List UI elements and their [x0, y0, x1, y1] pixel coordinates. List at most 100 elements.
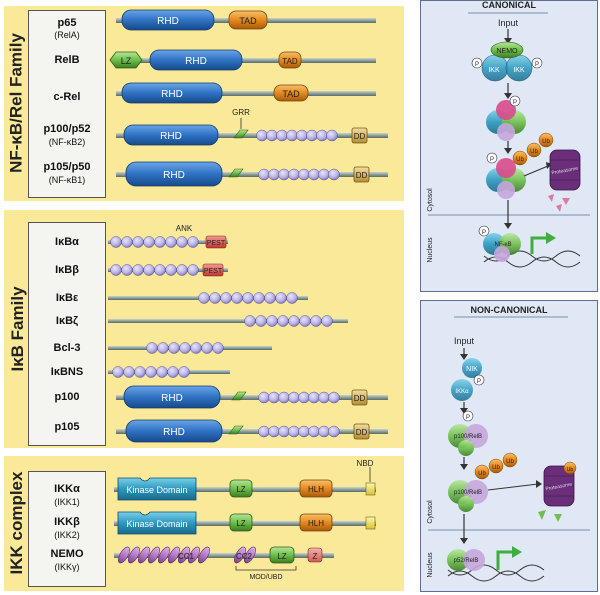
svg-text:p52/RelB: p52/RelB	[454, 558, 479, 564]
svg-text:RHD: RHD	[185, 56, 207, 67]
noncanonical-pathway: Input NIK IKKα P P p100/RelB p100/RelB U…	[427, 316, 590, 582]
svg-text:Cytosol: Cytosol	[427, 500, 434, 524]
svg-text:Proteasome: Proteasome	[551, 166, 579, 177]
nbd-domain	[365, 482, 376, 496]
svg-text:RHD: RHD	[161, 89, 183, 100]
svg-text:CC1: CC1	[178, 552, 195, 561]
member-alias: (RelA)	[54, 30, 80, 40]
proteasome-icon: Proteasome Ub	[543, 461, 577, 507]
nemo-schematic: CC1 CC2 LZ Z MOD/UBD	[114, 546, 334, 581]
member-alias: (IKK1)	[54, 497, 80, 507]
svg-text:LZ: LZ	[277, 552, 286, 561]
ikbns-schematic	[108, 366, 230, 378]
svg-text:RHD: RHD	[163, 427, 185, 438]
rhd-domain	[125, 161, 223, 187]
ikb-nfkb-complex-icon: P	[486, 95, 526, 141]
grr-region	[233, 129, 249, 139]
nbd-domain	[365, 516, 376, 530]
ikb-p105-schematic: RHD DD	[116, 419, 388, 443]
svg-text:HLH: HLH	[308, 485, 324, 494]
member-name: p105	[54, 421, 80, 433]
member-name: IκBε	[55, 292, 79, 304]
ikk-complex-icon: NEMO IKK IKK P P	[471, 41, 543, 82]
canonical-pathway: Input NEMO IKK IKK P P P P Ub Ub Ub	[427, 12, 590, 268]
proteasome-icon: Proteasome	[549, 149, 581, 191]
p52-relb-dna-icon: p52/RelB	[447, 546, 545, 582]
ubiquitinated-complex-icon: P Ub Ub Ub	[486, 132, 554, 199]
member-alias: (IKK2)	[54, 530, 80, 540]
member-name: c-Rel	[53, 91, 81, 103]
svg-text:P: P	[482, 230, 486, 236]
svg-text:Kinase Domain: Kinase Domain	[126, 519, 187, 529]
svg-text:ANK: ANK	[176, 224, 193, 233]
member-name: NEMO	[50, 548, 84, 560]
member-name: IκBα	[55, 236, 79, 248]
rhd-domain	[121, 82, 223, 104]
svg-text:Proteasome: Proteasome	[545, 482, 573, 493]
noncanonical-panel: NON-CANONICAL	[420, 300, 598, 592]
p105-p50-schematic: RHD DD	[116, 161, 388, 187]
hlh-domain	[299, 513, 333, 532]
svg-text:p100/RelB: p100/RelB	[454, 434, 482, 440]
member-name: IκBβ	[55, 264, 79, 276]
lz-domain	[229, 479, 253, 498]
svg-text:NIK: NIK	[466, 366, 478, 373]
lz-domain	[109, 51, 143, 69]
svg-text:P: P	[475, 62, 479, 68]
p65-schematic: RHD TAD	[116, 9, 376, 31]
member-name: Bcl-3	[53, 342, 81, 354]
domain-schematics: RHD TAD LZ RHD TAD RHD TAD RHD GRR	[108, 9, 388, 581]
svg-text:P: P	[477, 379, 481, 385]
member-name: IKKα	[54, 483, 80, 495]
member-name: RelB	[54, 54, 80, 66]
lz-domain	[269, 546, 295, 564]
svg-text:MOD/UBD: MOD/UBD	[249, 574, 282, 581]
rhd-domain	[123, 124, 219, 146]
svg-text:CC2: CC2	[236, 552, 253, 561]
ikbe-schematic	[108, 292, 308, 304]
tad-domain	[228, 10, 268, 30]
svg-text:Nucleus: Nucleus	[427, 237, 434, 263]
ikb-p100-schematic: RHD DD	[116, 385, 388, 409]
svg-text:DD: DD	[356, 171, 368, 180]
svg-text:Ub: Ub	[530, 149, 538, 155]
svg-text:IKKα: IKKα	[455, 389, 469, 395]
ikkb-schematic: Kinase Domain LZ HLH	[114, 511, 376, 535]
cc1-coil	[118, 546, 210, 564]
svg-text:NF-κB: NF-κB	[495, 242, 512, 248]
svg-text:Ub: Ub	[506, 459, 514, 465]
svg-text:TAD: TAD	[282, 57, 298, 66]
grr-region	[228, 168, 244, 178]
pest-domain	[202, 263, 224, 277]
svg-text:PEST: PEST	[207, 240, 226, 247]
member-alias: (NF-κB2)	[48, 137, 86, 147]
svg-text:TAD: TAD	[282, 89, 300, 99]
relb-schematic: LZ RHD TAD	[109, 49, 376, 71]
dd-domain	[353, 166, 370, 183]
svg-text:DD: DD	[354, 132, 366, 141]
nfkb-dna-icon: NF-κB P	[478, 225, 581, 268]
svg-text:NEMO: NEMO	[497, 48, 519, 55]
rhd-domain	[121, 9, 215, 31]
nfkb-label-box: p65 (RelA) RelB c-Rel p100/p52 (NF-κB2) …	[28, 10, 106, 198]
ank-repeats	[256, 129, 338, 142]
member-alias: (IKKγ)	[54, 562, 80, 572]
rhd-domain	[149, 49, 243, 71]
p100-relb-complex-icon: P p100/RelB	[448, 410, 488, 456]
ubiquitinated-p100-icon: p100/RelB Ub Ub Ub	[448, 452, 518, 512]
member-alias: (NF-κB1)	[48, 175, 86, 185]
hlh-domain	[299, 479, 333, 498]
svg-text:Nucleus: Nucleus	[427, 552, 434, 578]
svg-text:IKK: IKK	[513, 67, 525, 74]
svg-text:Cytosol: Cytosol	[427, 188, 434, 212]
ikbb-schematic: PEST	[108, 263, 228, 277]
crel-schematic: RHD TAD	[116, 82, 376, 104]
svg-text:P: P	[535, 62, 539, 68]
svg-text:P: P	[513, 100, 517, 106]
svg-text:Z: Z	[313, 552, 318, 561]
ikba-schematic: ANK PEST	[108, 224, 228, 249]
ank-repeats	[258, 168, 340, 181]
canonical-title: CANONICAL	[482, 0, 536, 10]
z-domain	[307, 547, 323, 563]
